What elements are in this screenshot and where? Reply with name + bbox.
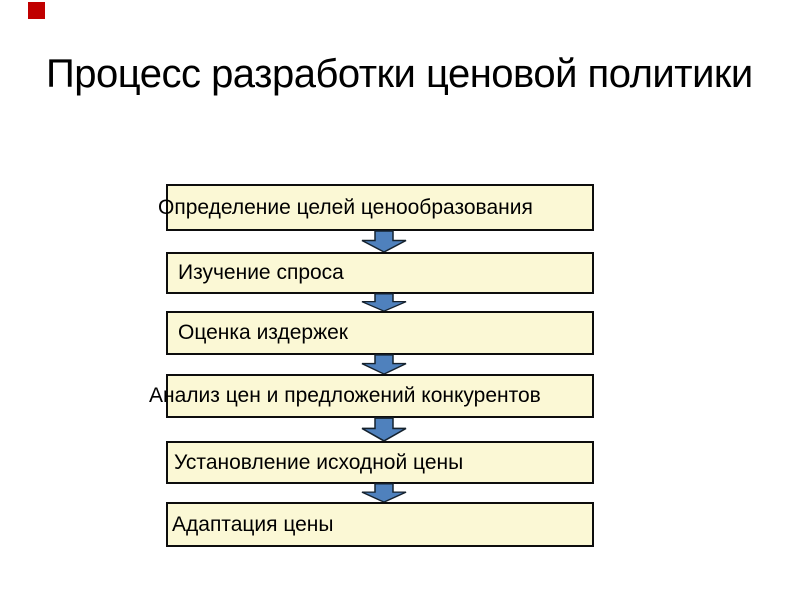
- process-step-label: Установление исходной цены: [174, 450, 464, 474]
- down-arrow-icon: [361, 293, 407, 312]
- process-step-box-5: Установление исходной цены: [166, 441, 594, 484]
- accent-square: [28, 2, 45, 19]
- process-step-label: Анализ цен и предложений конкурентов: [149, 384, 541, 407]
- process-step-box-4: Анализ цен и предложений конкурентов: [149, 374, 594, 418]
- process-step-label: Изучение спроса: [178, 261, 344, 284]
- process-step-box-2: Изучение спроса: [166, 252, 594, 294]
- process-step-box-1: Определение целей ценообразования: [158, 184, 594, 231]
- process-step-box-6: Адаптация цены: [166, 502, 594, 547]
- down-arrow-icon: [361, 230, 407, 253]
- down-arrow-icon: [361, 354, 407, 375]
- process-step-label: Оценка издержек: [178, 321, 348, 344]
- process-step-label: Адаптация цены: [172, 512, 334, 536]
- process-step-label: Определение целей ценообразования: [158, 195, 533, 219]
- down-arrow-icon: [361, 417, 407, 442]
- down-arrow-icon: [361, 483, 407, 503]
- process-step-box-3: Оценка издержек: [166, 311, 594, 355]
- slide-title: Процесс разработки ценовой политики: [46, 52, 753, 96]
